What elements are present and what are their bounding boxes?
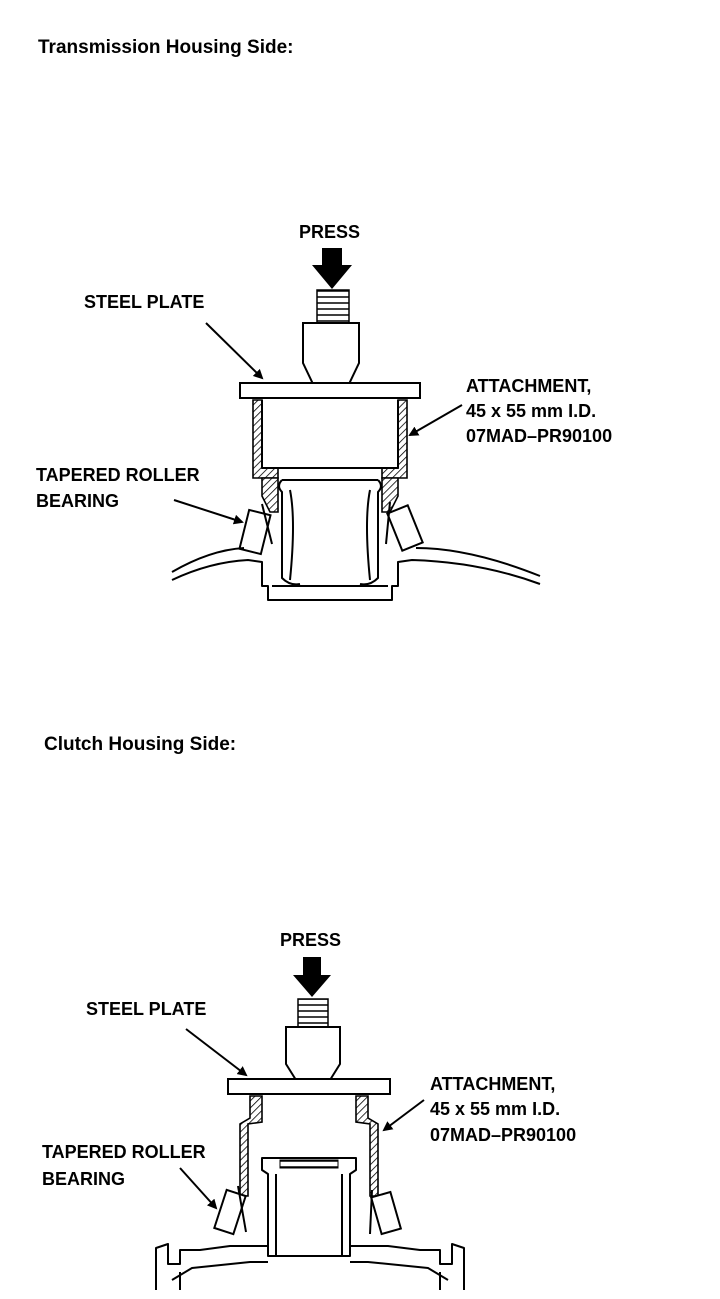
press-ram-thread: [316, 289, 350, 324]
shaft: [261, 1157, 357, 1257]
steel-plate: [239, 382, 421, 399]
bearing-leader: [179, 1167, 218, 1210]
attachment-leader: [408, 404, 463, 436]
section-heading: Clutch Housing Side:: [44, 734, 236, 755]
press-label: PRESS: [299, 222, 360, 242]
bearing-roller-right: [369, 1190, 403, 1236]
press-arrow-icon: [312, 248, 352, 289]
bearing-label-line1: TAPERED ROLLER: [42, 1142, 206, 1162]
bearing-label-line2: BEARING: [42, 1169, 125, 1189]
bearing-inner-race-right: [381, 477, 399, 513]
bearing-label-line1: TAPERED ROLLER: [36, 465, 200, 485]
press-arrow-icon: [293, 957, 331, 997]
press-ram-thread: [297, 998, 329, 1028]
bearing-roller-right-edge: [369, 1189, 373, 1235]
bearing-roller-left: [238, 508, 272, 556]
steel-plate-leader: [185, 1028, 248, 1077]
steel-plate-label: STEEL PLATE: [86, 999, 206, 1019]
press-ram: [302, 322, 360, 385]
bearing-roller-left-edge: [237, 1185, 247, 1233]
transmission-housing-diagram: Transmission Housing Side: PRESS STEEL P…: [36, 37, 612, 601]
bearing-leader: [173, 499, 244, 525]
attachment-label-line1: ATTACHMENT,: [466, 376, 591, 396]
steel-plate: [227, 1078, 391, 1095]
bearing-roller-left: [213, 1188, 247, 1236]
attachment-leader: [382, 1099, 425, 1132]
attachment: [252, 399, 408, 479]
press-ram: [285, 1026, 341, 1081]
steel-plate-leader: [205, 322, 264, 380]
bearing-roller-right-edge: [385, 501, 391, 545]
shaft: [278, 479, 382, 586]
housing: [155, 1243, 465, 1290]
attachment-label-line3: 07MAD–PR90100: [430, 1125, 576, 1145]
attachment-label-line2: 45 x 55 mm I.D.: [430, 1099, 560, 1119]
attachment-label-line1: ATTACHMENT,: [430, 1074, 555, 1094]
bearing-roller-right: [386, 504, 424, 552]
steel-plate-label: STEEL PLATE: [84, 292, 204, 312]
section-heading: Transmission Housing Side:: [38, 37, 294, 58]
attachment: [239, 1095, 379, 1197]
attachment-label-line2: 45 x 55 mm I.D.: [466, 401, 596, 421]
press-label: PRESS: [280, 930, 341, 950]
bearing-label-line2: BEARING: [36, 491, 119, 511]
bearing-inner-race-left: [261, 477, 279, 513]
clutch-housing-diagram: Clutch Housing Side: PRESS STEEL PLATE A…: [42, 734, 576, 1290]
bearing-roller-left-edge: [261, 503, 273, 545]
housing: [171, 547, 541, 601]
attachment-label-line3: 07MAD–PR90100: [466, 426, 612, 446]
